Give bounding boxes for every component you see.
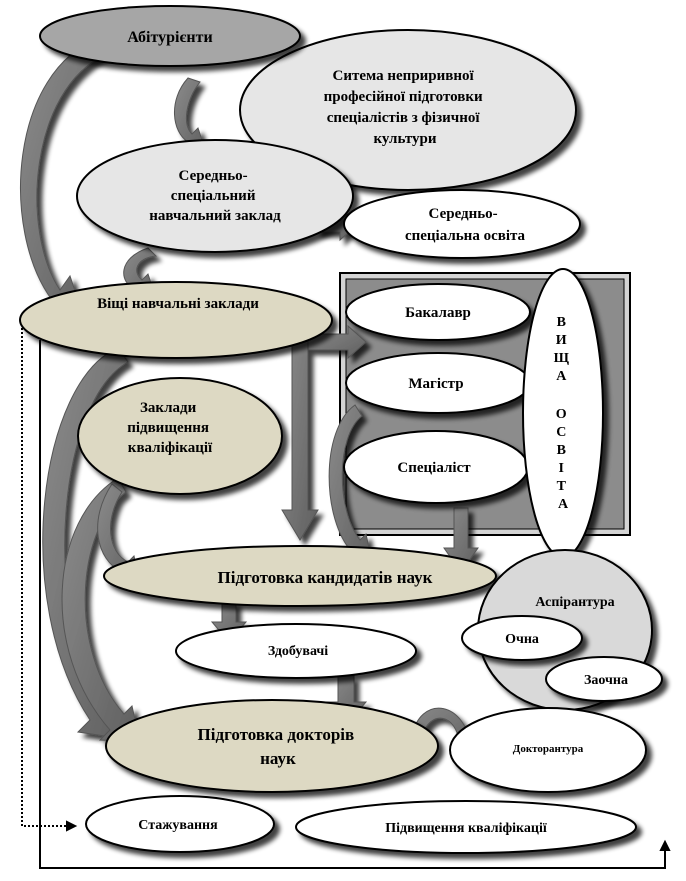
node-candidates: Підготовка кандидатів наук xyxy=(103,545,497,607)
svg-text:Середньо- спеціальний: Середньо- спеціальний навчальний заклад xyxy=(149,168,281,224)
svg-text:Підготовка кандидатів наук: Підготовка кандидатів наук xyxy=(218,568,433,587)
higher-edu-letter-7: С xyxy=(556,425,566,440)
node-universities: Віщі навчальні заклади xyxy=(19,281,333,359)
qual-inst-line-3: кваліфікації xyxy=(128,440,213,456)
node-doctors: Підготовка докторів наук xyxy=(105,699,439,793)
higher-edu-letter-2: И xyxy=(556,333,567,348)
node-specialist: Спеціаліст xyxy=(343,430,529,504)
node-abiturients: Абітурієнти xyxy=(39,5,301,67)
svg-text:Ситема неприривної профе: Ситема неприривної професійної підготовк… xyxy=(324,68,487,147)
secondary-school-line-2: спеціальний xyxy=(171,188,256,204)
svg-text:Віщі навчальні заклади: Віщі навчальні заклади xyxy=(97,296,259,312)
higher-edu-letter-11: А xyxy=(558,497,569,512)
higher-edu-letter-3: Щ xyxy=(554,351,570,366)
svg-text:Підвищення кваліфікації: Підвищення кваліфікації xyxy=(385,821,547,836)
svg-text:Бакалавр: Бакалавр xyxy=(405,305,471,321)
node-secondary-school: Середньо- спеціальний навчальний заклад xyxy=(76,139,354,253)
svg-text:Заочна: Заочна xyxy=(584,673,628,688)
node-system: Ситема неприривної професійної підготовк… xyxy=(239,29,577,191)
svg-text:Середньо- спеціальна осв: Середньо- спеціальна освіта xyxy=(405,206,526,244)
system-line-3: спеціалістів з фізичної xyxy=(327,110,481,126)
svg-text:Підготовка докторів нау: Підготовка докторів наук xyxy=(198,725,359,768)
secondary-edu-line-1: Середньо- xyxy=(429,206,498,222)
svg-text:Докторантура: Докторантура xyxy=(513,743,584,755)
secondary-school-line-3: навчальний заклад xyxy=(149,208,281,224)
node-qualification-upgrade: Підвищення кваліфікації xyxy=(295,800,637,854)
secondary-edu-line-2: спеціальна освіта xyxy=(405,228,526,244)
node-secondary-edu: Середньо- спеціальна освіта xyxy=(343,189,581,259)
node-internship: Стажування xyxy=(85,795,275,853)
qual-inst-line-2: підвищення xyxy=(127,420,209,436)
system-line-2: професійної підготовки xyxy=(324,89,483,105)
system-line-4: культури xyxy=(374,131,437,147)
svg-text:Заклади підвищення: Заклади підвищення кваліфікації xyxy=(127,400,213,456)
svg-text:Аспірантура: Аспірантура xyxy=(535,595,614,610)
higher-edu-letter-9: І xyxy=(559,461,564,476)
svg-text:Стажування: Стажування xyxy=(138,818,218,833)
node-part-time: Заочна xyxy=(545,656,663,702)
secondary-school-line-1: Середньо- xyxy=(179,168,248,184)
svg-text:Очна: Очна xyxy=(505,632,539,647)
svg-text:Спеціаліст: Спеціаліст xyxy=(397,460,471,476)
system-line-1: Ситема неприривної xyxy=(333,68,475,84)
arrow-universities-candidates xyxy=(281,333,319,541)
node-full-time: Очна xyxy=(461,615,583,661)
node-higher-edu: В И Щ А О С В І Т А xyxy=(522,268,604,558)
higher-edu-letter-4: А xyxy=(556,369,567,384)
svg-text:Здобувачі: Здобувачі xyxy=(268,644,328,659)
node-qualification-institutions: Заклади підвищення кваліфікації xyxy=(77,377,283,495)
node-applicants: Здобувачі xyxy=(175,623,417,679)
svg-text:В И Щ А: В И Щ А О С В І Т А xyxy=(554,315,573,512)
higher-edu-letter-10: Т xyxy=(557,479,567,494)
doctors-line-2: наук xyxy=(260,749,296,768)
higher-edu-letter-1: В xyxy=(557,315,566,330)
svg-text:Абітурієнти: Абітурієнти xyxy=(127,29,212,46)
connector-lines xyxy=(21,320,671,869)
higher-edu-letter-6: О xyxy=(556,407,567,422)
node-bachelor: Бакалавр xyxy=(345,283,531,341)
doctors-line-1: Підготовка докторів xyxy=(198,725,355,744)
node-doctorantura: Докторантура xyxy=(449,707,647,793)
node-master: Магістр xyxy=(345,352,531,414)
svg-text:Магістр: Магістр xyxy=(408,376,463,392)
qual-inst-line-1: Заклади xyxy=(140,400,197,416)
higher-edu-letter-8: В xyxy=(557,443,566,458)
